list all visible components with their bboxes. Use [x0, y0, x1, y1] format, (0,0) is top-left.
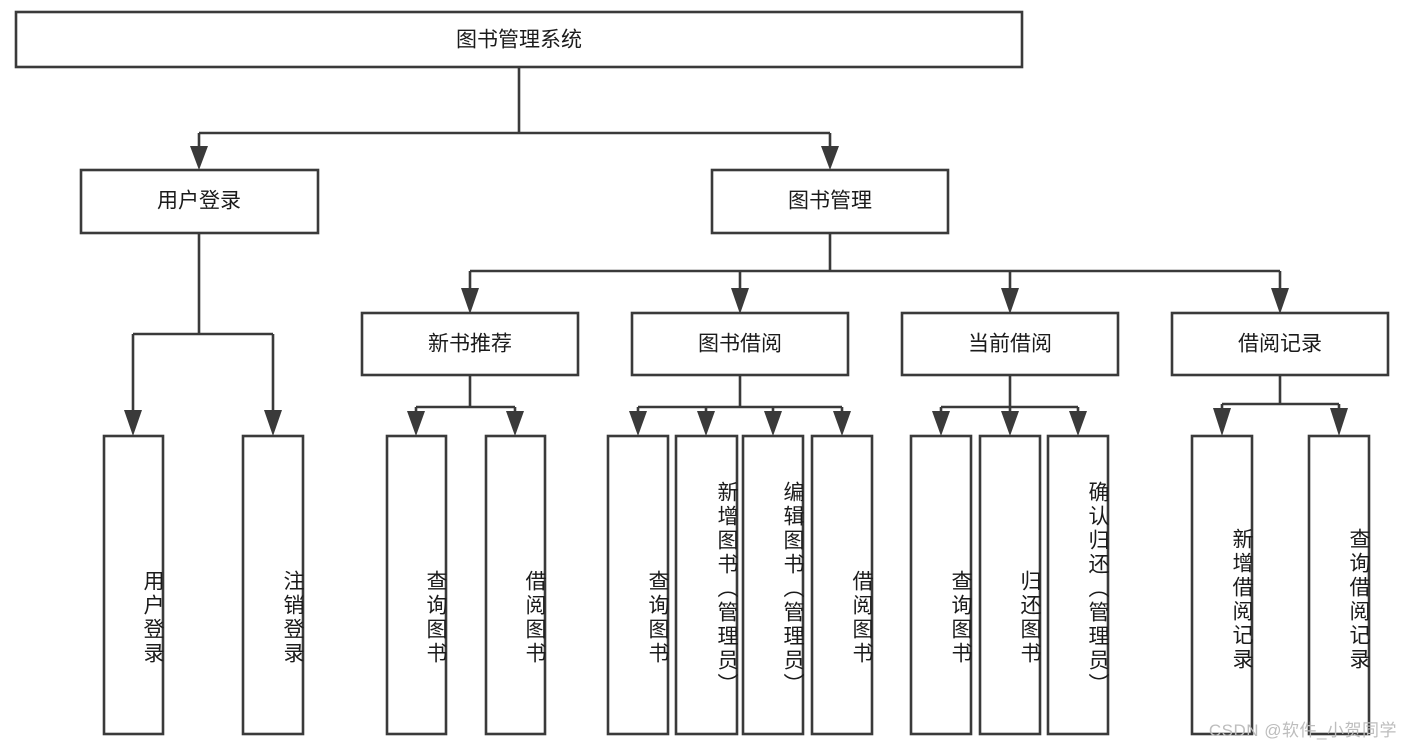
node-box-user-login[interactable] — [79, 168, 320, 235]
arrow-head-leaf-add-record — [1213, 408, 1231, 436]
arrow-head-leaf-query-record — [1330, 408, 1348, 436]
node-label-root: 图书管理系统 — [456, 29, 582, 52]
csdn-watermark: CSDN @软件_小贺同学 — [1208, 721, 1397, 740]
node-label-new-book-recommend: 新书推荐 — [428, 333, 512, 356]
node-box-book-manage[interactable] — [710, 168, 950, 235]
arrow-head-borrow-record — [1271, 288, 1289, 314]
node-box-leaf-add-book[interactable] — [674, 434, 739, 736]
node-label-borrow-record: 借阅记录 — [1238, 333, 1322, 356]
arrow-head-new-book-recommend — [461, 288, 479, 314]
node-box-leaf-borrow-book-2[interactable] — [810, 434, 874, 736]
arrow-head-book-borrow — [731, 288, 749, 314]
node-box-root[interactable] — [14, 10, 1024, 69]
arrow-head-current-borrow — [1001, 288, 1019, 314]
arrow-head-book-manage — [821, 146, 839, 170]
arrow-head-leaf-confirm-return — [1069, 411, 1087, 436]
node-box-leaf-confirm-return[interactable] — [1046, 434, 1110, 736]
node-box-leaf-add-record[interactable] — [1190, 434, 1254, 736]
arrow-head-leaf-user-login — [124, 410, 142, 436]
node-box-leaf-query-record[interactable] — [1307, 434, 1371, 736]
node-box-layer — [14, 10, 1390, 736]
node-box-leaf-query-book-1[interactable] — [385, 434, 448, 736]
node-label-book-manage: 图书管理 — [788, 190, 872, 213]
node-box-leaf-query-book-2[interactable] — [606, 434, 670, 736]
node-label-layer: 图书管理系统 用户登录 图书管理 新书推荐 图书借阅 当前借阅 借阅记录 — [157, 29, 1322, 356]
arrow-head-leaf-add-book — [697, 411, 715, 436]
arrow-head-leaf-query-book-2 — [629, 411, 647, 436]
node-box-borrow-record[interactable] — [1170, 311, 1390, 377]
node-label-current-borrow: 当前借阅 — [968, 333, 1052, 356]
arrow-head-leaf-borrow-book-2 — [833, 411, 851, 436]
node-box-leaf-logout[interactable] — [241, 434, 305, 736]
node-label-book-borrow: 图书借阅 — [698, 333, 782, 356]
node-box-leaf-query-book-3[interactable] — [909, 434, 973, 736]
node-box-leaf-edit-book[interactable] — [741, 434, 805, 736]
arrow-head-leaf-logout — [264, 410, 282, 436]
node-box-new-book-recommend[interactable] — [360, 311, 580, 377]
node-box-leaf-return-book[interactable] — [978, 434, 1042, 736]
arrow-head-leaf-borrow-book-1 — [506, 411, 524, 436]
arrow-head-leaf-query-book-1 — [407, 411, 425, 436]
arrow-head-leaf-query-book-3 — [932, 411, 950, 436]
node-box-book-borrow[interactable] — [630, 311, 850, 377]
node-box-current-borrow[interactable] — [900, 311, 1120, 377]
node-box-leaf-borrow-book-1[interactable] — [484, 434, 547, 736]
node-label-user-login: 用户登录 — [157, 190, 241, 213]
arrow-head-leaf-return-book — [1001, 411, 1019, 436]
arrow-head-user-login — [190, 146, 208, 170]
connector-layer — [124, 67, 1348, 436]
arrow-head-leaf-edit-book — [764, 411, 782, 436]
node-box-leaf-user-login[interactable] — [102, 434, 165, 736]
